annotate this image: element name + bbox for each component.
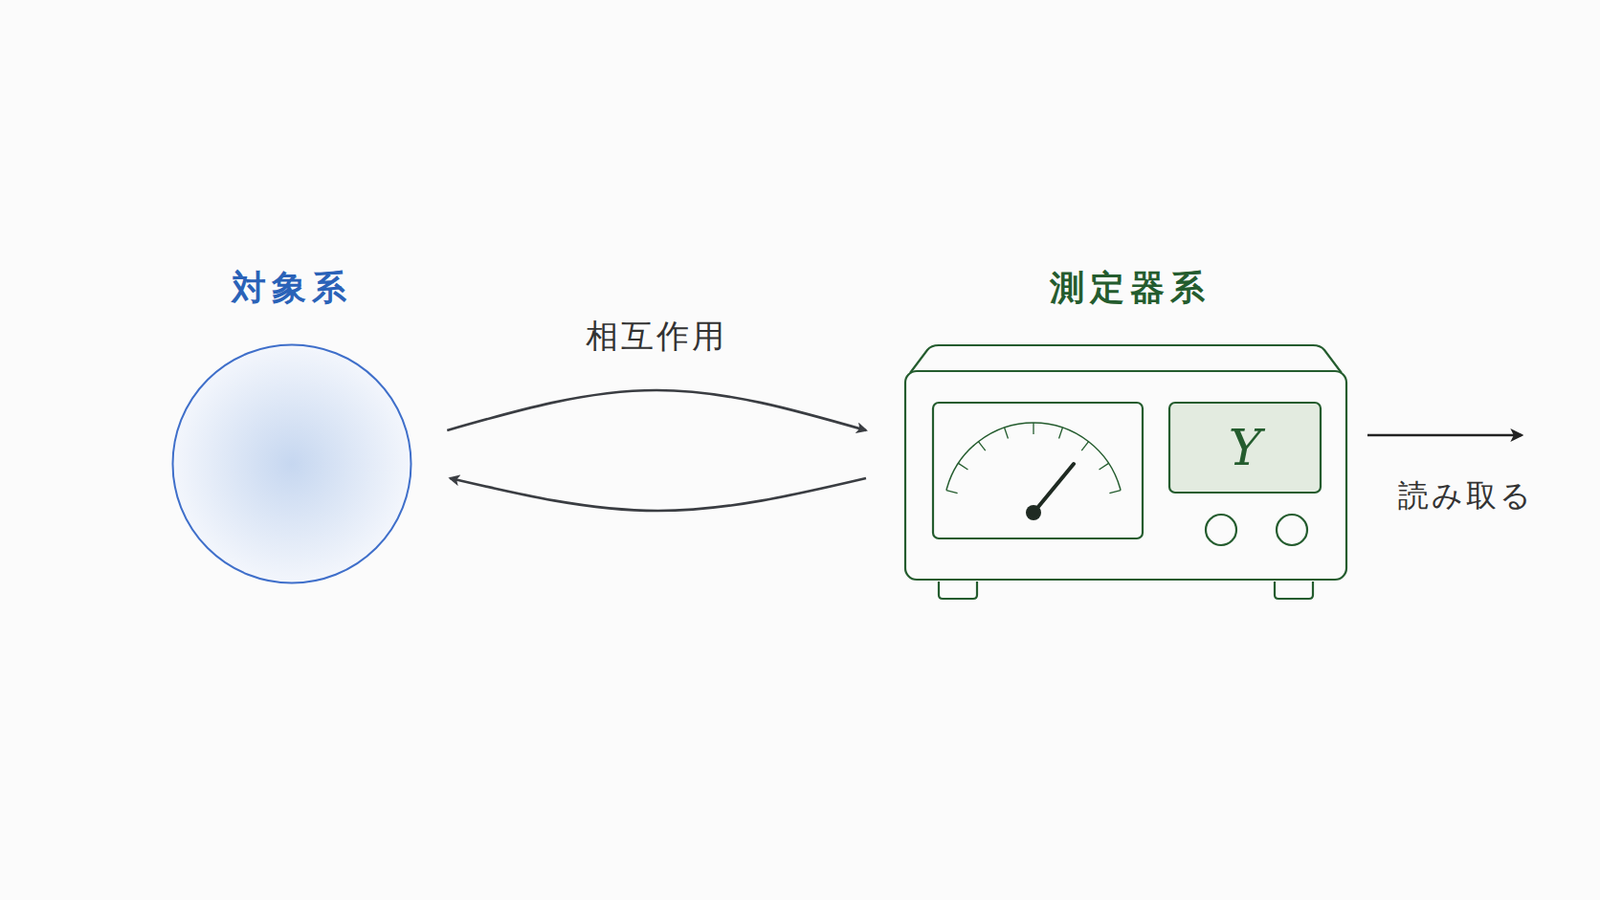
- readout-arrow: [1367, 434, 1522, 438]
- instrument-drawing: [904, 344, 1348, 582]
- action-label: 読み取る: [1398, 475, 1534, 518]
- needle-pivot: [1025, 505, 1042, 521]
- circle-shape: [173, 345, 412, 584]
- interaction-arrow: [446, 390, 867, 431]
- node-heading: 対象系: [231, 265, 353, 312]
- circle-outline: [171, 343, 413, 585]
- instrument-box: 測定器系Y: [904, 344, 1348, 582]
- edge-label: 相互作用: [585, 314, 728, 359]
- system-circle: 対象系: [171, 343, 413, 585]
- instrument-lines: [905, 345, 1347, 600]
- gauge-needle: [1033, 464, 1074, 513]
- interaction-arrow: [449, 478, 867, 512]
- display-window: [1169, 402, 1321, 493]
- node-heading: 測定器系: [1049, 265, 1211, 312]
- display-reading: Y: [1228, 419, 1262, 477]
